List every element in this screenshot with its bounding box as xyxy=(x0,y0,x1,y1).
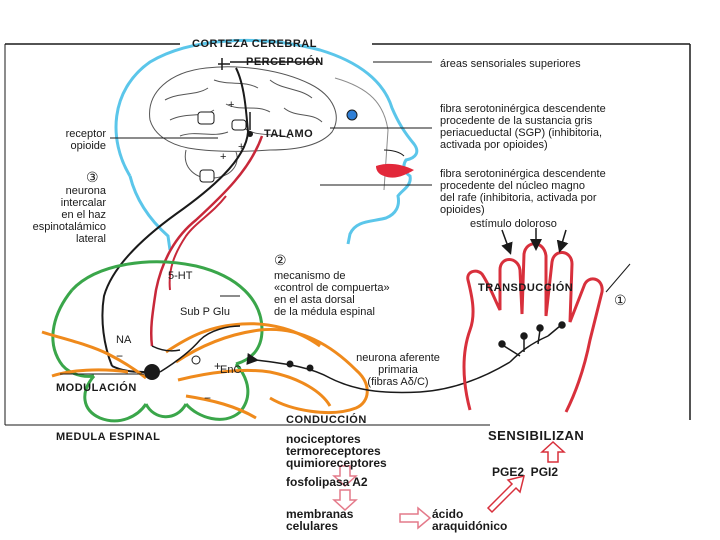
spinal-cord-label: MEDULA ESPINAL xyxy=(56,431,160,443)
prostaglandins-label: PGE2 PGI2 xyxy=(492,466,558,478)
step-2-marker: ② xyxy=(274,254,287,266)
thalamus-label: TALAMO xyxy=(264,128,313,140)
raphe-fiber-label: fibra serotoninérgica descendente proced… xyxy=(440,168,606,216)
perception-label: PERCEPCIÓN xyxy=(246,56,324,68)
transduction-label: TRANSDUCCIÓN xyxy=(478,282,573,294)
na-label: NA xyxy=(116,334,131,346)
svg-text:+: + xyxy=(220,151,226,163)
receptors-label: nociceptores termoreceptores quimiorecep… xyxy=(286,433,387,469)
opioid-receptor-label: receptor opioide xyxy=(42,128,106,152)
afferent-neuron-label: neurona aferente primaria (fibras Aδ/C) xyxy=(342,352,454,388)
modulation-label: MODULACIÓN xyxy=(56,382,137,394)
membranes-label: membranas celulares xyxy=(286,508,353,532)
intercalar-neuron-label: neurona intercalar en el haz espinotalám… xyxy=(2,185,106,245)
head-outline xyxy=(116,40,417,244)
synapse-node xyxy=(144,364,160,380)
painful-stimulus-label: estímulo doloroso xyxy=(470,218,557,230)
phospholipase-label: fosfolipasa A2 xyxy=(286,476,368,488)
eye-icon xyxy=(347,110,357,120)
hand xyxy=(464,244,602,412)
cortex-label: CORTEZA CEREBRAL xyxy=(192,38,317,50)
arrow-red-diagonal xyxy=(488,476,524,512)
serotonin-label: 5-HT xyxy=(168,270,192,282)
arachidonic-label: ácido araquidónico xyxy=(432,508,507,532)
conduction-label: CONDUCCIÓN xyxy=(286,414,367,426)
ascending-black-fiber xyxy=(102,68,248,366)
sensory-areas-label: áreas sensoriales superiores xyxy=(440,58,581,70)
step-1-marker: ① xyxy=(614,294,627,306)
sub-p-glu-label: Sub P Glu xyxy=(180,306,230,318)
svg-text:−: − xyxy=(116,349,123,363)
step-3-marker: ③ xyxy=(86,171,99,183)
sensitize-label: SENSIBILIZAN xyxy=(488,430,584,442)
svg-text:−: − xyxy=(204,391,211,405)
nerve-endings xyxy=(499,322,565,362)
gate-control-label: mecanismo de «control de compuerta» en e… xyxy=(274,270,390,318)
arrow-red-up xyxy=(542,442,564,462)
sgp-fiber-label: fibra serotoninérgica descendente proced… xyxy=(440,103,606,151)
enc-label: EnC xyxy=(220,364,241,376)
arrow-pink-right xyxy=(400,508,430,528)
svg-text:+: + xyxy=(228,99,234,111)
stimulus-arrows xyxy=(502,228,566,252)
